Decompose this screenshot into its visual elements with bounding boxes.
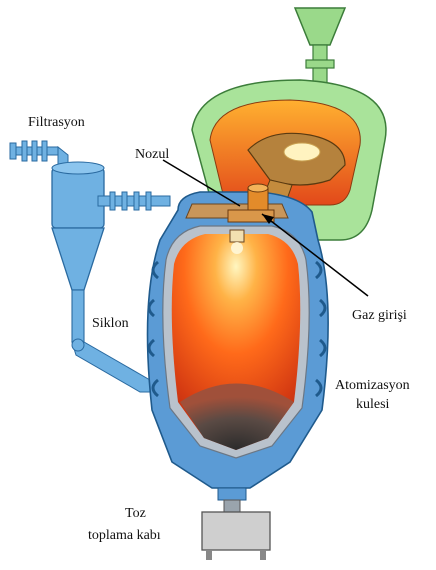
powder-collector	[202, 488, 270, 560]
label-tower-line2: kulesi	[356, 397, 390, 412]
label-nozzle: Nozul	[135, 147, 169, 162]
feed-funnel	[295, 8, 345, 45]
label-collector-line1: Toz	[125, 506, 146, 521]
label-tower-line1: Atomizasyon	[335, 378, 410, 393]
collector-box	[202, 512, 270, 550]
label-filtration: Filtrasyon	[28, 115, 85, 130]
cyclone-body	[52, 168, 104, 228]
label-gas-inlet: Gaz girişi	[352, 308, 407, 323]
cyclone-cone	[52, 228, 104, 290]
label-cyclone: Siklon	[92, 316, 129, 331]
label-collector-line2: toplama kabı	[88, 528, 161, 543]
